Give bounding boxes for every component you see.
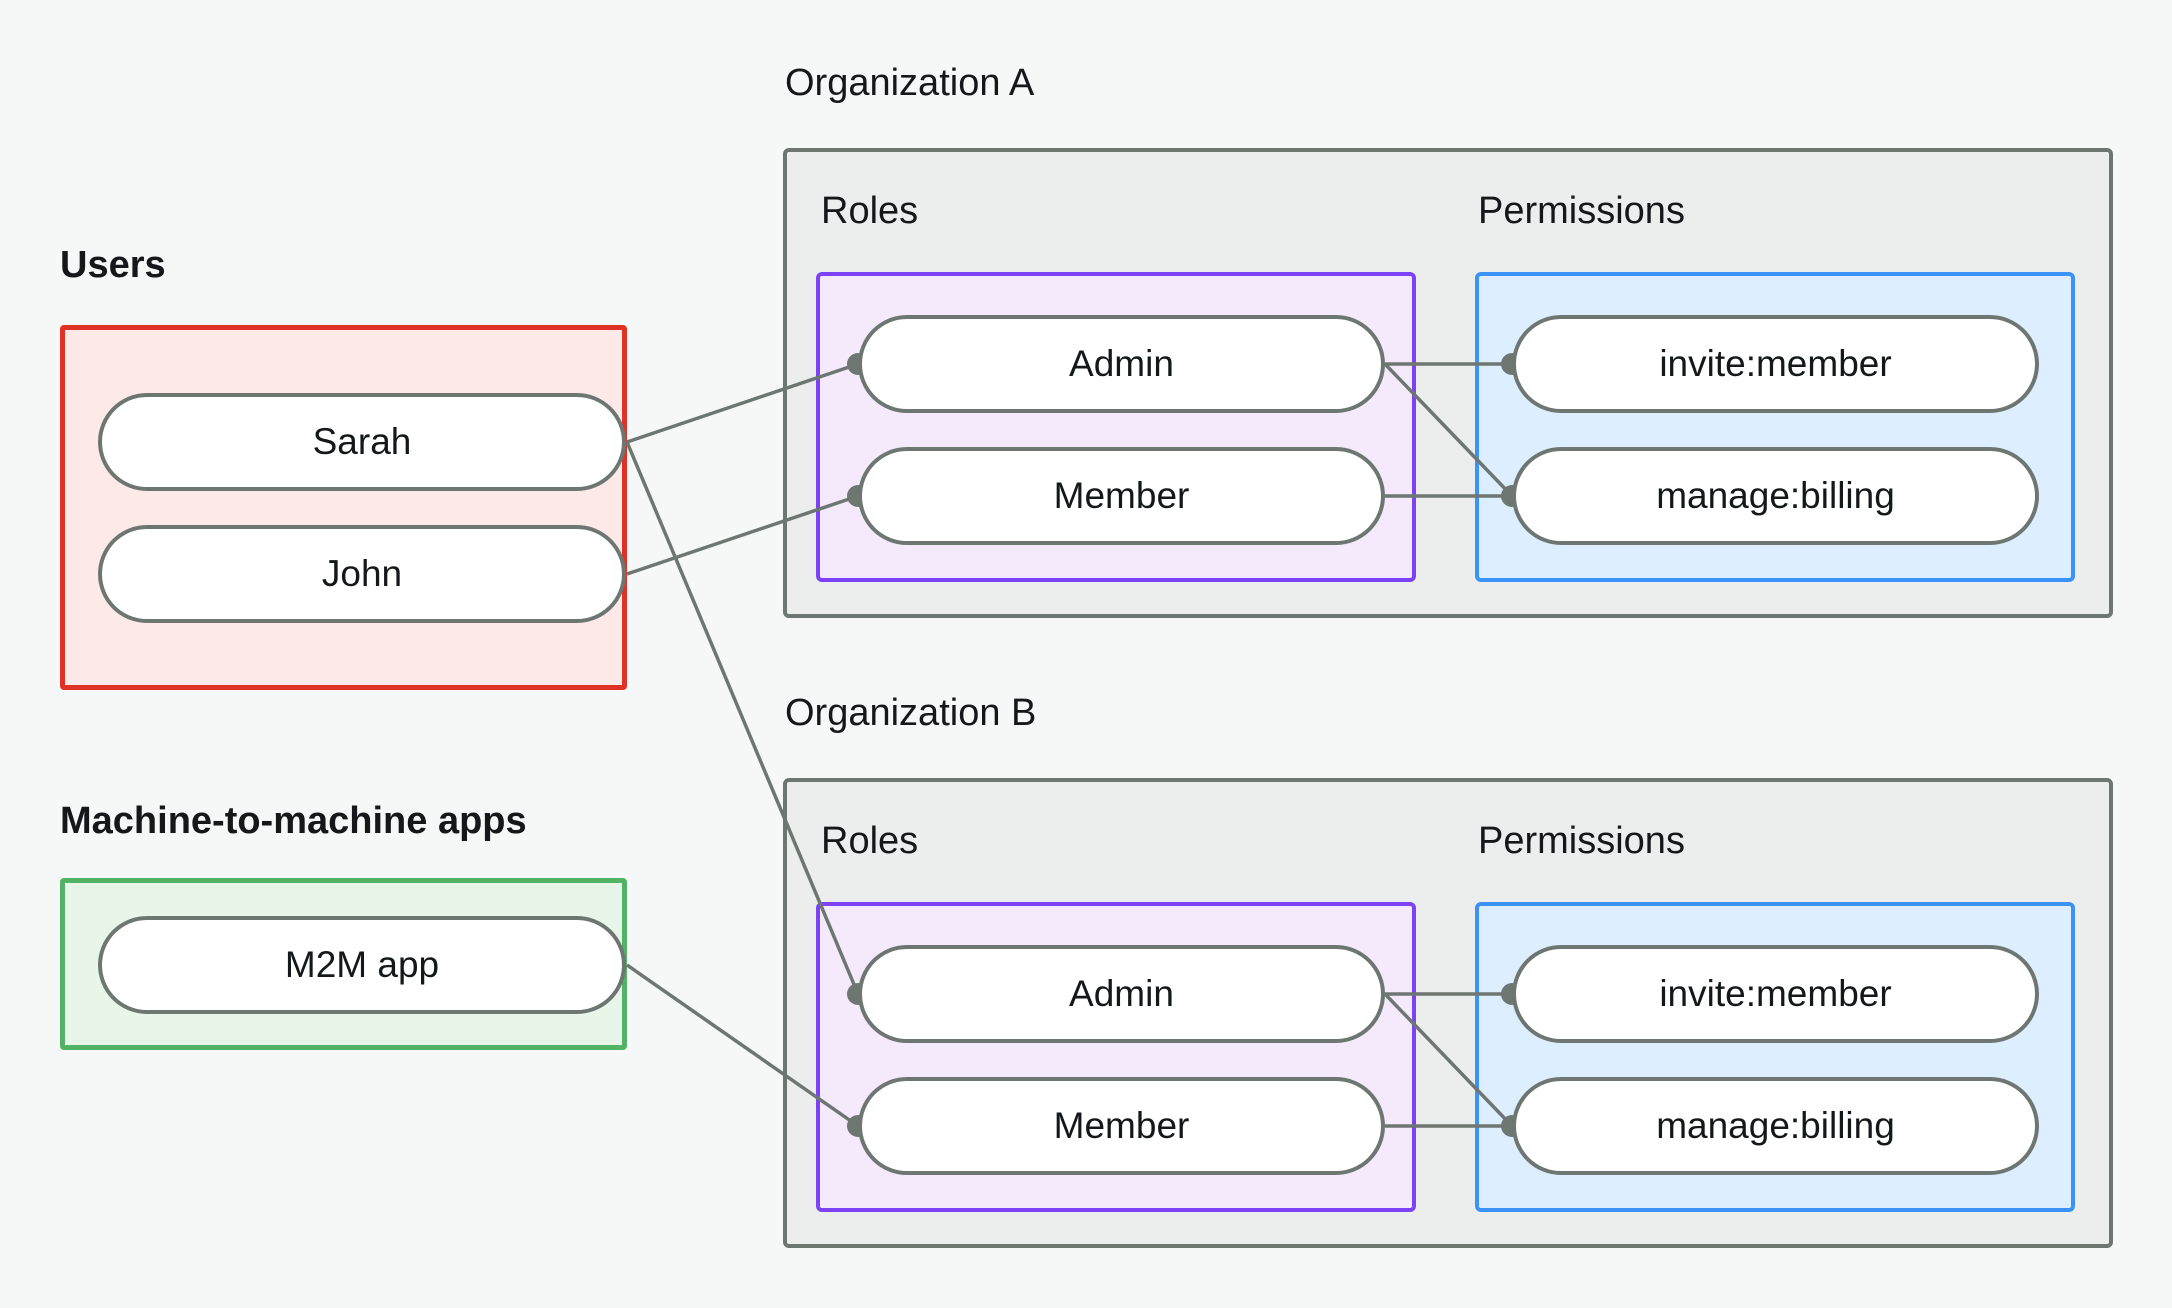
org-a-permissions-title: Permissions: [1478, 190, 1685, 232]
org-a-label: Organization A: [785, 62, 1035, 104]
org-a-permission-invite-member[interactable]: invite:member: [1512, 315, 2039, 413]
org-b-roles-title: Roles: [821, 820, 919, 862]
org-a-role-member[interactable]: Member: [858, 447, 1385, 545]
user-node-sarah[interactable]: Sarah: [98, 393, 626, 491]
user-node-john[interactable]: John: [98, 525, 626, 623]
users-container: [60, 325, 627, 690]
org-b-role-member[interactable]: Member: [858, 1077, 1385, 1175]
org-a-role-admin[interactable]: Admin: [858, 315, 1385, 413]
org-a-roles-title: Roles: [821, 190, 919, 232]
m2m-node-app[interactable]: M2M app: [98, 916, 626, 1014]
org-b-label: Organization B: [785, 692, 1037, 734]
org-b-permission-invite-member[interactable]: invite:member: [1512, 945, 2039, 1043]
m2m-group-label: Machine-to-machine apps: [60, 800, 527, 842]
org-b-permission-manage-billing[interactable]: manage:billing: [1512, 1077, 2039, 1175]
org-b-permissions-title: Permissions: [1478, 820, 1685, 862]
users-group-label: Users: [60, 244, 166, 286]
org-a-permission-manage-billing[interactable]: manage:billing: [1512, 447, 2039, 545]
org-b-role-admin[interactable]: Admin: [858, 945, 1385, 1043]
